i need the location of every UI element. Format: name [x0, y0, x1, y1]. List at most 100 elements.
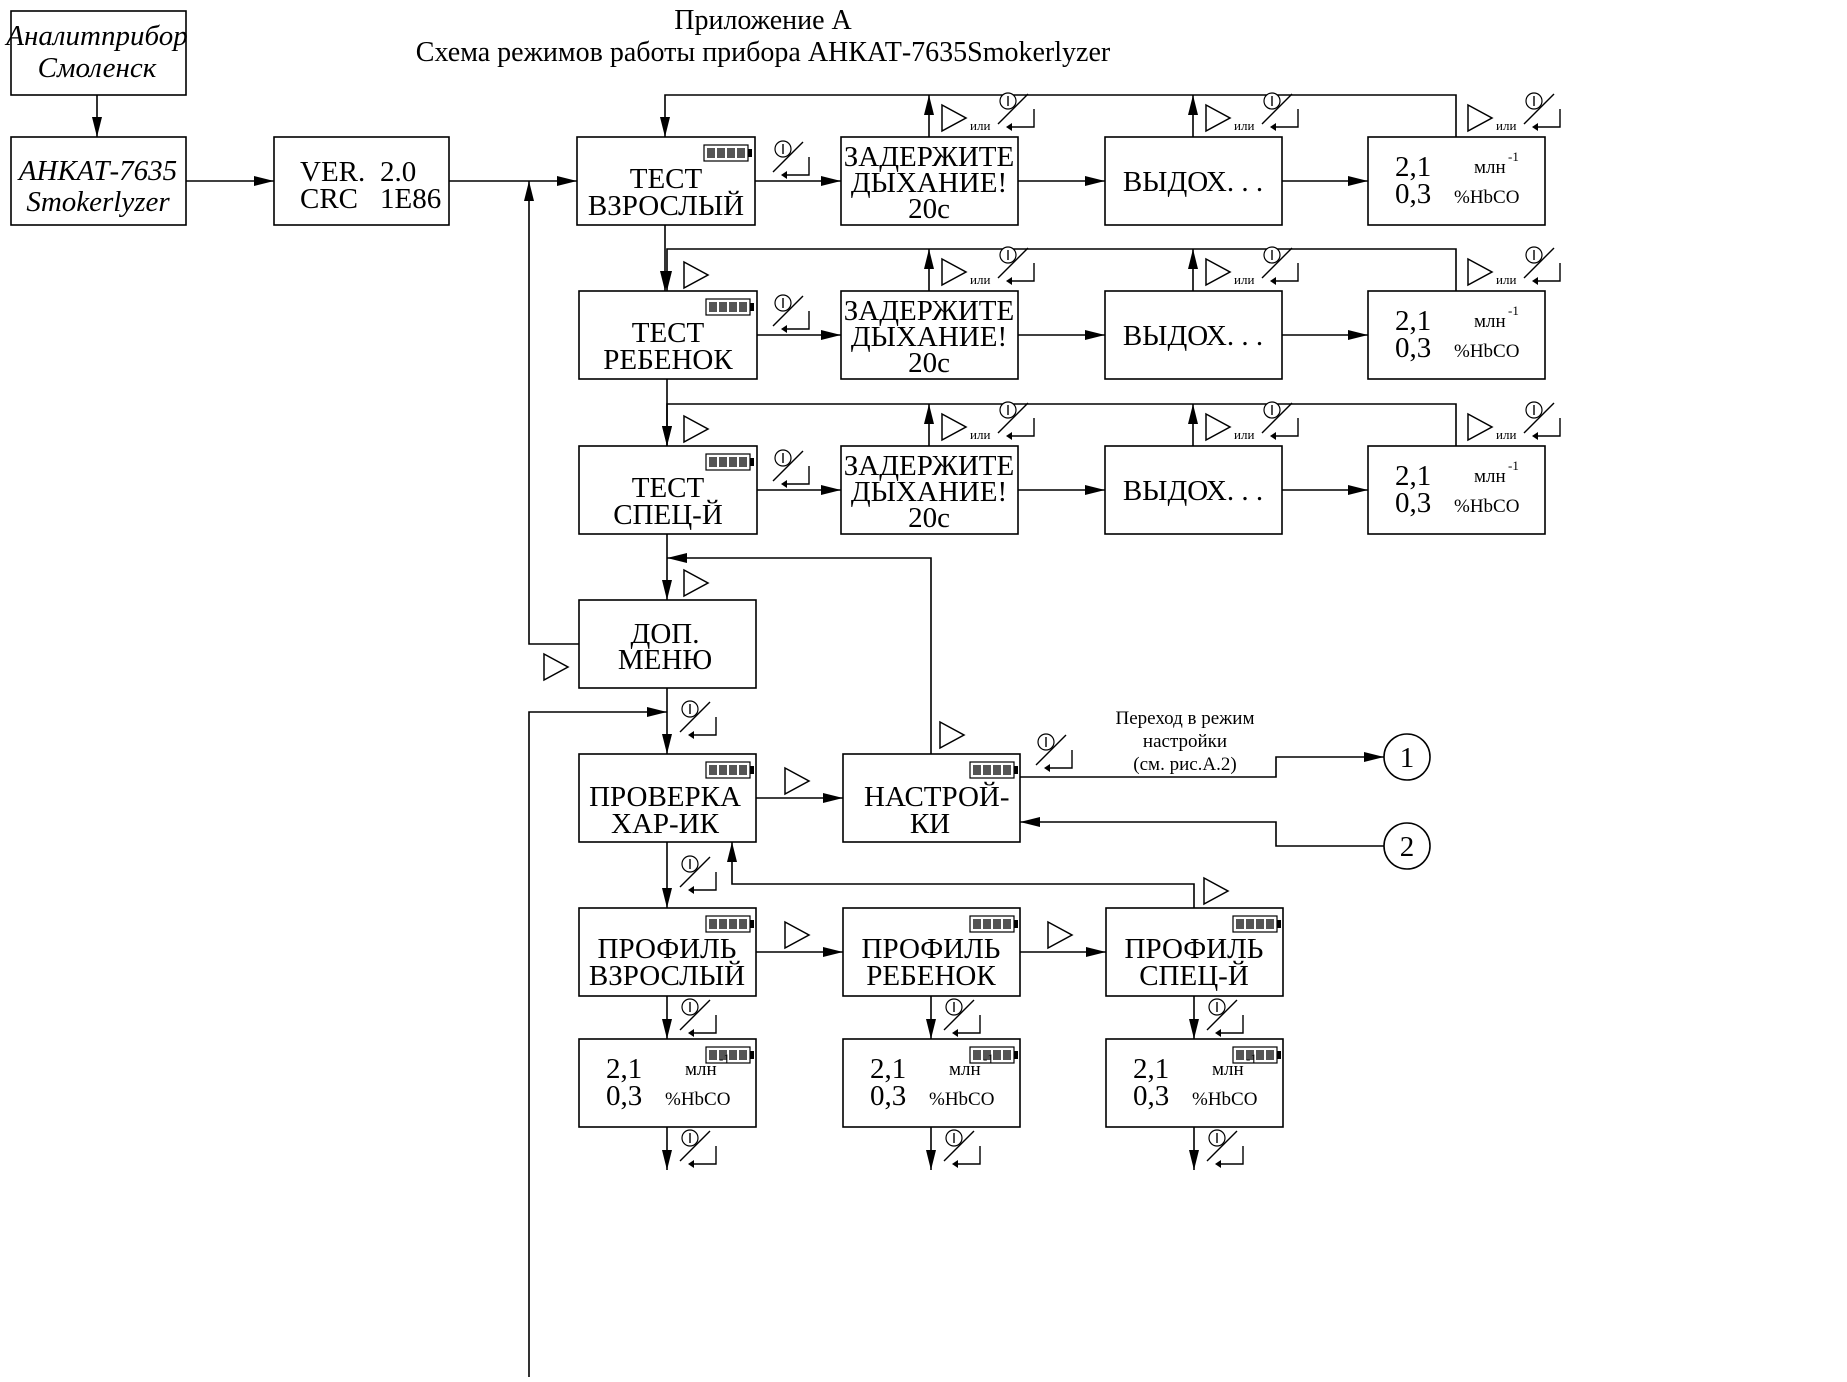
or-label: или — [970, 118, 990, 133]
diagram-title: Схема режимов работы прибора АНКАТ-7635S… — [416, 37, 1111, 68]
result-value-hbco: 0,3 — [606, 1080, 642, 1112]
result-unit-sup: -1 — [719, 1051, 730, 1066]
profile-line1: ПРОФИЛЬ — [1125, 933, 1264, 965]
result-unit-ppm: млн — [1474, 466, 1506, 487]
result-unit-hbco: %HbCO — [1454, 341, 1519, 362]
settings-note-line2: настройки — [1143, 731, 1227, 752]
result-unit-hbco: %HbCO — [929, 1089, 994, 1110]
result-unit-hbco: %HbCO — [1192, 1089, 1257, 1110]
result-value-hbco: 0,3 — [1395, 178, 1431, 210]
maker-city: Смоленск — [38, 52, 157, 84]
battery-icon — [703, 144, 753, 162]
version-box — [273, 136, 450, 226]
result-value-ppm: 2,1 — [1395, 460, 1431, 492]
battery-icon — [705, 915, 755, 933]
result-value-hbco: 0,3 — [1395, 332, 1431, 364]
result-unit-sup: -1 — [1508, 303, 1519, 318]
next-button-icon — [941, 258, 967, 286]
hold-line2: ДЫХАНИЕ! — [851, 321, 1007, 353]
crc-label: CRC — [300, 183, 358, 215]
settings-return-line — [667, 553, 932, 754]
enter-button-icon — [943, 998, 981, 1038]
settings-note-line1: Переход в режим — [1116, 708, 1255, 729]
exhale-box — [1104, 136, 1283, 226]
hold-breath-box — [840, 290, 1019, 380]
test-mode-line1: ТЕСТ — [632, 472, 705, 504]
or-label: или — [1496, 427, 1516, 442]
test-mode-line2: ВЗРОСЛЫЙ — [588, 190, 744, 222]
result-value-hbco: 0,3 — [1395, 487, 1431, 519]
next-button-icon — [941, 104, 967, 132]
test-mode-line2: СПЕЦ-Й — [613, 499, 723, 531]
next-button-icon — [683, 261, 709, 289]
or-label: или — [1496, 118, 1516, 133]
enter-button-icon — [1523, 246, 1561, 286]
next-button-icon — [1205, 258, 1231, 286]
next-button-icon — [683, 415, 709, 443]
battery-icon — [969, 915, 1019, 933]
result-unit-ppm: млн — [1474, 311, 1506, 332]
profile-line2: СПЕЦ-Й — [1139, 960, 1249, 992]
next-button-icon — [1467, 413, 1493, 441]
result-unit-hbco: %HbCO — [665, 1089, 730, 1110]
result-unit-sup: -1 — [1246, 1051, 1257, 1066]
enter-button-icon — [1523, 401, 1561, 441]
check-line1: ПРОВЕРКА — [589, 781, 741, 813]
version-label: VER. — [300, 156, 365, 188]
extra-menu-back-line — [524, 181, 579, 645]
battery-icon — [705, 298, 755, 316]
exhale-box — [1104, 445, 1283, 535]
extra-menu-line2: МЕНЮ — [618, 644, 712, 676]
profile-line2: РЕБЕНОК — [866, 960, 996, 992]
enter-button-icon — [1261, 401, 1299, 441]
enter-button-icon — [997, 92, 1035, 132]
profile-line2: ВЗРОСЛЫЙ — [589, 960, 745, 992]
enter-button-icon — [679, 855, 717, 895]
enter-button-icon — [679, 998, 717, 1038]
hold-line1: ЗАДЕРЖИТЕ — [844, 295, 1014, 327]
settings-line1: НАСТРОЙ- — [864, 781, 1010, 813]
profile-line1: ПРОФИЛЬ — [598, 933, 737, 965]
result-box — [1367, 290, 1546, 380]
or-label: или — [1496, 272, 1516, 287]
enter-button-icon — [772, 140, 810, 180]
battery-icon — [1232, 915, 1282, 933]
enter-button-icon — [997, 246, 1035, 286]
battery-icon — [705, 761, 755, 779]
next-button-icon — [939, 721, 965, 749]
or-label: или — [1234, 118, 1254, 133]
model-box — [10, 136, 187, 226]
to-connector-1 — [1020, 752, 1384, 778]
or-label: или — [1234, 427, 1254, 442]
test-mode-line1: ТЕСТ — [630, 163, 703, 195]
result-unit-ppm: млн — [1474, 157, 1506, 178]
exhale-text: ВЫДОХ. . . — [1123, 320, 1263, 352]
battery-icon — [705, 453, 755, 471]
next-button-icon — [1467, 258, 1493, 286]
crc-value: 1E86 — [380, 183, 441, 215]
profile-return-line — [727, 842, 1195, 908]
result-unit-ppm: млн — [685, 1059, 717, 1080]
next-button-icon — [784, 767, 810, 795]
model-name: АНКАТ-7635 — [17, 155, 177, 187]
return-loop — [660, 94, 1457, 137]
check-line2: ХАР-ИК — [611, 808, 720, 840]
battery-icon — [969, 761, 1019, 779]
hold-line2: ДЫХАНИЕ! — [851, 476, 1007, 508]
bottom-return-line — [528, 707, 667, 1377]
next-button-icon — [1205, 413, 1231, 441]
result-value-ppm: 2,1 — [1133, 1053, 1169, 1085]
extra-menu-box — [578, 599, 757, 689]
enter-button-icon — [772, 294, 810, 334]
result-value-ppm: 2,1 — [606, 1053, 642, 1085]
or-label: или — [970, 272, 990, 287]
settings-note-line3: (см. рис.А.2) — [1133, 754, 1236, 775]
enter-button-icon — [1206, 998, 1244, 1038]
next-button-icon — [1467, 104, 1493, 132]
connector-2-circle — [1383, 822, 1431, 870]
result-unit-ppm: млн — [949, 1059, 981, 1080]
result-unit-sup: -1 — [983, 1051, 994, 1066]
test-mode-line1: ТЕСТ — [632, 317, 705, 349]
